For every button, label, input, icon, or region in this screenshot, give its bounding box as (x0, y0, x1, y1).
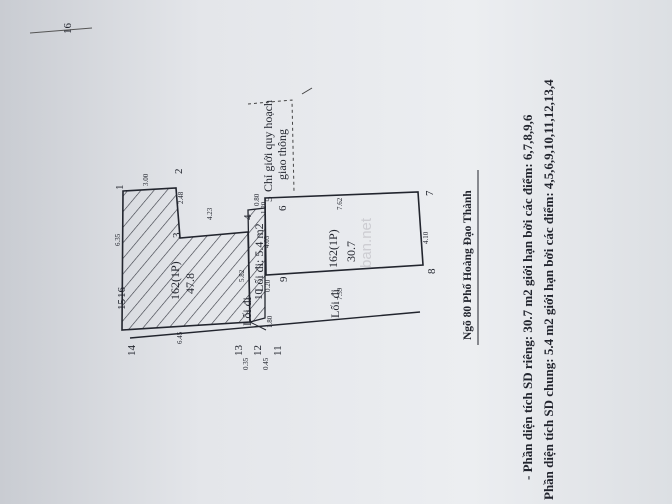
parcel-b-area: 30.7 (344, 241, 358, 262)
dim-1-80: 1.80 (266, 315, 274, 328)
point-label-2: 2 (173, 168, 185, 175)
point-label-16-top: 16 (62, 23, 74, 34)
point-label-4: 4 (242, 214, 254, 221)
point-label-3: 3 (171, 232, 183, 239)
parcel-a-name: 162(1P) (168, 261, 182, 300)
parcel-b-name: 162(1P) (326, 229, 340, 268)
shared-path-label: Lối đi (240, 297, 254, 326)
point-label-9: 9 (278, 276, 290, 283)
access-road-line (129, 311, 421, 339)
road-boundary-line2: giao thông (275, 129, 289, 180)
private-area-note: - Phần diện tích SD riêng: 30.7 m2 giới … (520, 114, 535, 480)
dim-0-35: 0.35 (242, 357, 250, 370)
watermark: ban.net (358, 217, 375, 268)
point-label-15: 15 (116, 299, 128, 310)
dim-0-45: 0.45 (262, 357, 270, 370)
dim-3-00: 3.00 (142, 173, 150, 186)
parcel-a-outline (121, 187, 251, 331)
dim-6-45: 6.45 (176, 331, 184, 344)
point-label-8: 8 (426, 268, 438, 275)
shared-path-area (247, 207, 266, 323)
dim-5-82: 5.82 (238, 269, 246, 282)
dim-1-20: 1.20 (260, 201, 268, 214)
shared-path-area-label: Lối đi: 5.4 m2 (252, 223, 266, 292)
dim-4-10: 4.10 (422, 231, 430, 244)
dim-6-35: 6.35 (114, 233, 122, 246)
point-label-11: 11 (272, 345, 284, 356)
dim-4-23: 4.23 (206, 207, 214, 220)
point-label-1: 1 (114, 184, 126, 191)
point-label-14: 14 (126, 345, 138, 356)
point-label-6: 6 (277, 205, 289, 212)
reference-line (29, 27, 93, 34)
point-label-16: 16 (116, 287, 128, 298)
dim-7-62: 7.62 (336, 197, 344, 210)
street-address: Ngõ 80 Phố Hoàng Đạo Thành (462, 190, 474, 340)
point-label-7: 7 (424, 190, 436, 197)
dim-2-48: 2.48 (177, 191, 185, 204)
parcel-a-area: 47.8 (183, 273, 197, 294)
access-road-label: Lối đi (328, 289, 342, 318)
shared-area-note: Phần diện tích SD chung: 5.4 m2 giới hạn… (541, 79, 556, 500)
point-label-13: 13 (233, 345, 245, 356)
parcel-b-outline (264, 191, 424, 276)
access-road-connector (249, 321, 267, 331)
road-boundary-line1: Chỉ giới quy hoạch (261, 99, 275, 192)
boundary-arrow (301, 87, 313, 95)
point-label-12: 12 (252, 345, 264, 356)
planning-boundary-line (247, 99, 295, 193)
